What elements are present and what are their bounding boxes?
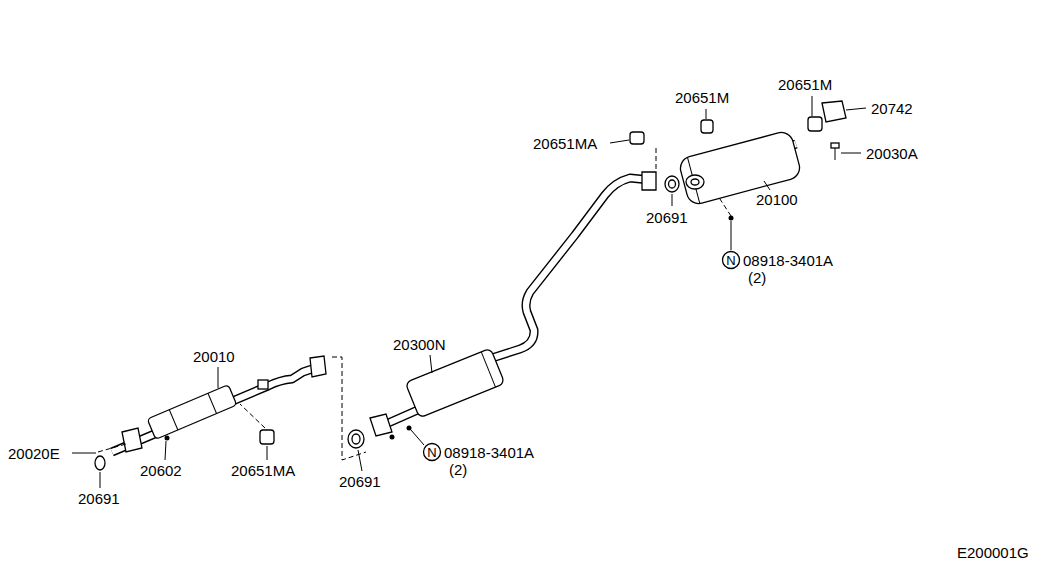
- rear-muffler: [691, 179, 699, 185]
- gaskets: [95, 176, 679, 470]
- front-pipe: [258, 380, 268, 389]
- center-pipe-muffler: [642, 172, 656, 190]
- front-pipe: [310, 356, 326, 377]
- hangers: [701, 120, 713, 133]
- hangers: [808, 117, 822, 131]
- leader-lines: [407, 426, 412, 431]
- leader-lines: [841, 153, 861, 154]
- hangers: [260, 430, 274, 444]
- front-pipe: [147, 385, 237, 440]
- hangers: [260, 101, 846, 444]
- leader-lines: [723, 252, 740, 269]
- dashed-guides: [332, 357, 366, 460]
- leader-lines: [358, 450, 362, 471]
- leader-lines: [411, 430, 424, 445]
- gaskets: [352, 434, 360, 444]
- dashed-guides: [656, 148, 657, 172]
- leader-lines: [267, 446, 268, 460]
- leader-lines: [165, 436, 170, 441]
- leader-lines: [390, 435, 395, 440]
- callout-number: 20602: [140, 462, 182, 479]
- front-pipe: [112, 367, 318, 452]
- callout-number: 20691: [78, 490, 120, 507]
- figure-code: E200001G: [957, 544, 1029, 561]
- leader-lines: [72, 96, 866, 488]
- leader-lines: [610, 140, 629, 143]
- dashed-guides: [98, 444, 126, 452]
- center-pipe-muffler: [370, 172, 656, 436]
- center-pipe-muffler: [405, 348, 505, 418]
- hangers: [822, 101, 846, 122]
- center-pipe-muffler: [481, 352, 495, 387]
- center-pipe-muffler: [370, 414, 392, 436]
- callout-number: 20742: [871, 100, 913, 117]
- part-number: 08918-3401A: [743, 252, 833, 269]
- front-pipe: [112, 356, 326, 452]
- leader-lines: [718, 196, 731, 216]
- hangers: [831, 143, 839, 148]
- circled-symbol: N: [726, 252, 735, 269]
- front-pipe: [208, 393, 217, 413]
- rear-muffler: [686, 175, 704, 189]
- callout-number: 20691: [646, 209, 688, 226]
- leader-lines: [729, 216, 734, 221]
- center-pipe-muffler: [492, 178, 650, 358]
- callout-number: 20651MA: [231, 462, 295, 479]
- callout-number: 20030A: [866, 145, 918, 162]
- dashed-guides: [98, 148, 656, 460]
- quantity: (2): [449, 461, 467, 478]
- front-pipe: [112, 367, 318, 452]
- dashed-guides: [240, 404, 265, 428]
- callout-number: 20651MA: [533, 135, 597, 152]
- callout-number: 20020E: [8, 445, 60, 462]
- leader-lines: [424, 444, 441, 461]
- leader-lines: [672, 194, 673, 206]
- leader-lines: [706, 109, 707, 119]
- front-pipe: [147, 385, 237, 440]
- circled-symbol: N: [427, 444, 436, 461]
- leader-lines: [764, 181, 770, 190]
- leader-lines: [731, 221, 732, 250]
- leader-lines: [846, 108, 866, 110]
- part-number: 08918-3401A: [444, 444, 534, 461]
- callout-number: 20010: [193, 348, 235, 365]
- callout-number: 20651M: [675, 89, 729, 106]
- leader-lines: [812, 96, 813, 116]
- gaskets: [95, 456, 105, 470]
- hangers: [630, 132, 644, 144]
- gaskets: [348, 430, 364, 448]
- leader-lines: [100, 472, 101, 488]
- leader-lines: [165, 441, 166, 460]
- callout-number: 20100: [756, 191, 798, 208]
- gaskets: [665, 176, 679, 192]
- gaskets: [669, 180, 676, 188]
- leader-lines: [218, 367, 219, 388]
- callout-number: 20300N: [393, 336, 446, 353]
- quantity: (2): [748, 269, 766, 286]
- center-pipe-muffler: [386, 409, 420, 424]
- center-pipe-muffler: [386, 409, 420, 424]
- center-pipe-muffler: [405, 348, 505, 418]
- leader-lines: [72, 453, 96, 454]
- front-pipe: [122, 428, 142, 452]
- callout-number: 20651M: [778, 76, 832, 93]
- leader-lines: [430, 355, 432, 373]
- center-pipe-muffler: [492, 178, 650, 358]
- callout-number: 20691: [339, 473, 381, 490]
- front-pipe: [169, 410, 178, 430]
